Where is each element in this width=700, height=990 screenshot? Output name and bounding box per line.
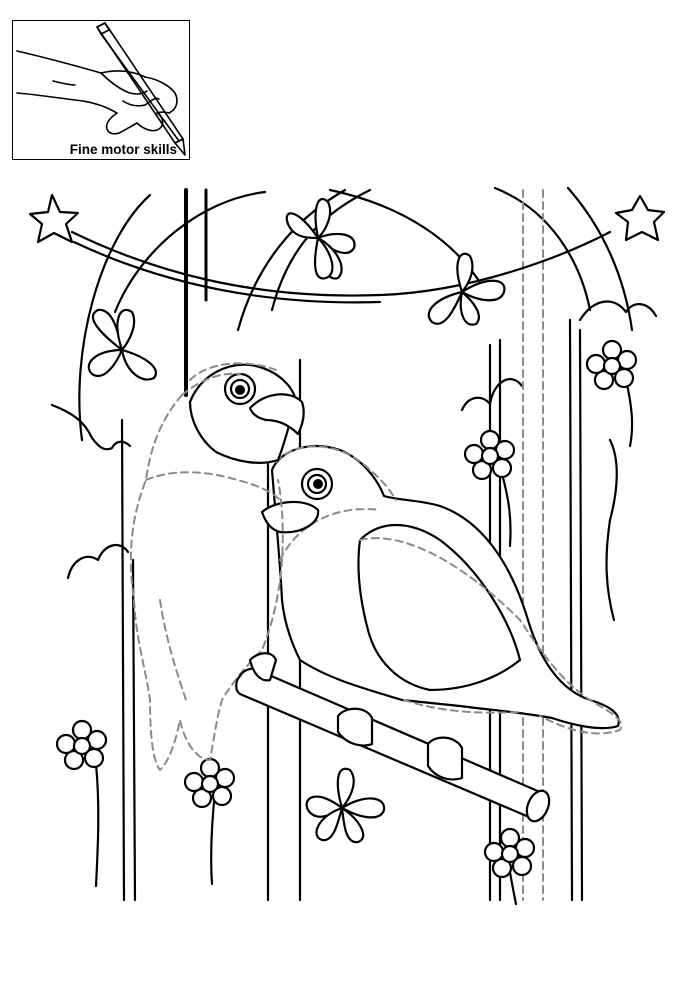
parrot-left-trace (129, 372, 284, 771)
star-right-icon (614, 194, 666, 242)
star-left-icon (28, 193, 80, 244)
butterfly-right-icon (427, 252, 506, 326)
butterfly-bottom-icon (305, 767, 386, 844)
perch (235, 652, 551, 823)
background-bushes (50, 300, 658, 622)
flower-right-top-icon (585, 339, 638, 448)
parrot-top (188, 362, 305, 464)
star-garland (28, 193, 666, 304)
pencil-icon (96, 22, 186, 156)
fine-motor-skills-badge: Fine motor skills (12, 20, 190, 160)
badge-label: Fine motor skills (69, 142, 177, 157)
butterfly-left-icon (87, 308, 157, 381)
flower-bottom-right-icon (483, 827, 536, 906)
butterfly-top-icon (285, 198, 356, 280)
flower-left-icon (55, 719, 108, 888)
flower-bottom-left-icon (183, 757, 236, 886)
parrot-right (260, 445, 623, 735)
flower-mid-icon (463, 429, 516, 548)
hand-icon (16, 50, 178, 135)
hand-writing-pencil-icon (16, 22, 186, 156)
